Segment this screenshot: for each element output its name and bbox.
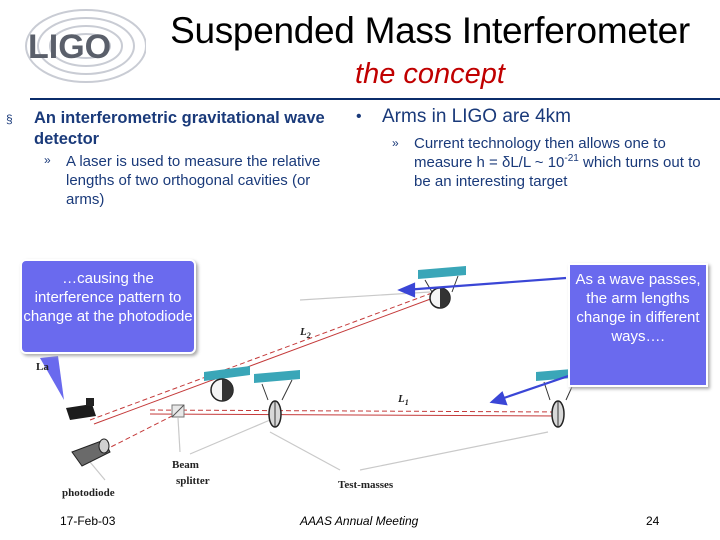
sub-bullet-technology-pre: Current technology then allows one to me… — [414, 135, 666, 171]
callout-pointer — [40, 356, 64, 400]
callout-interference: …causing the interference pattern to cha… — [20, 259, 196, 354]
laser-label: La — [36, 361, 49, 373]
beam-splitter-label-line2: splitter — [176, 475, 210, 487]
footer-page-number: 24 — [646, 514, 660, 528]
sub-bullet-marker: » — [392, 136, 399, 150]
photodiode-label: photodiode — [62, 487, 115, 499]
sub-bullet-technology: Current technology then allows one to me… — [414, 134, 714, 191]
laser-beams — [89, 289, 561, 456]
beam-splitter — [171, 404, 185, 418]
page-title: Suspended Mass Interferometer — [170, 10, 690, 51]
header-divider — [30, 98, 720, 100]
input-test-mass-perpendicular — [254, 370, 300, 428]
input-test-mass-inline — [204, 366, 250, 402]
bullet-trailing-dot: • — [356, 108, 362, 125]
sub-bullet-marker: » — [44, 153, 51, 167]
arm-label-l1: L1 — [397, 393, 409, 407]
laser-source — [66, 398, 96, 420]
page-subtitle: the concept — [355, 58, 505, 90]
footer-meeting: AAAS Annual Meeting — [300, 514, 419, 528]
callout-arrows — [397, 276, 581, 406]
ligo-logo: LIGO — [25, 9, 146, 83]
interferometer-diagram: L2 L1 La Beam splitter Test-masses photo… — [36, 266, 584, 499]
beam-splitter-label-line1: Beam — [172, 459, 199, 471]
test-masses-label: Test-masses — [338, 479, 394, 491]
callout-wave: As a wave passes, the arm lengths change… — [568, 263, 708, 387]
arm-label-l2: L2 — [299, 326, 311, 340]
exponent: -21 — [564, 153, 579, 164]
bullet-detector-text: An interferometric gravitational wave de… — [34, 109, 325, 148]
sub-bullet-technology-post: which turns out to be an interesting tar… — [414, 154, 701, 190]
sub-bullet-laser: A laser is used to measure the relative … — [66, 153, 321, 208]
bullet-marker: § — [6, 112, 13, 126]
bullet-detector: An interferometric gravitational wave de… — [34, 108, 364, 150]
photodiode — [71, 438, 111, 467]
bullet-arms: Arms in LIGO are 4km — [382, 106, 571, 127]
logo-text: LIGO — [28, 28, 111, 66]
end-test-mass-upper — [418, 266, 466, 309]
footer-date: 17-Feb-03 — [60, 514, 116, 528]
